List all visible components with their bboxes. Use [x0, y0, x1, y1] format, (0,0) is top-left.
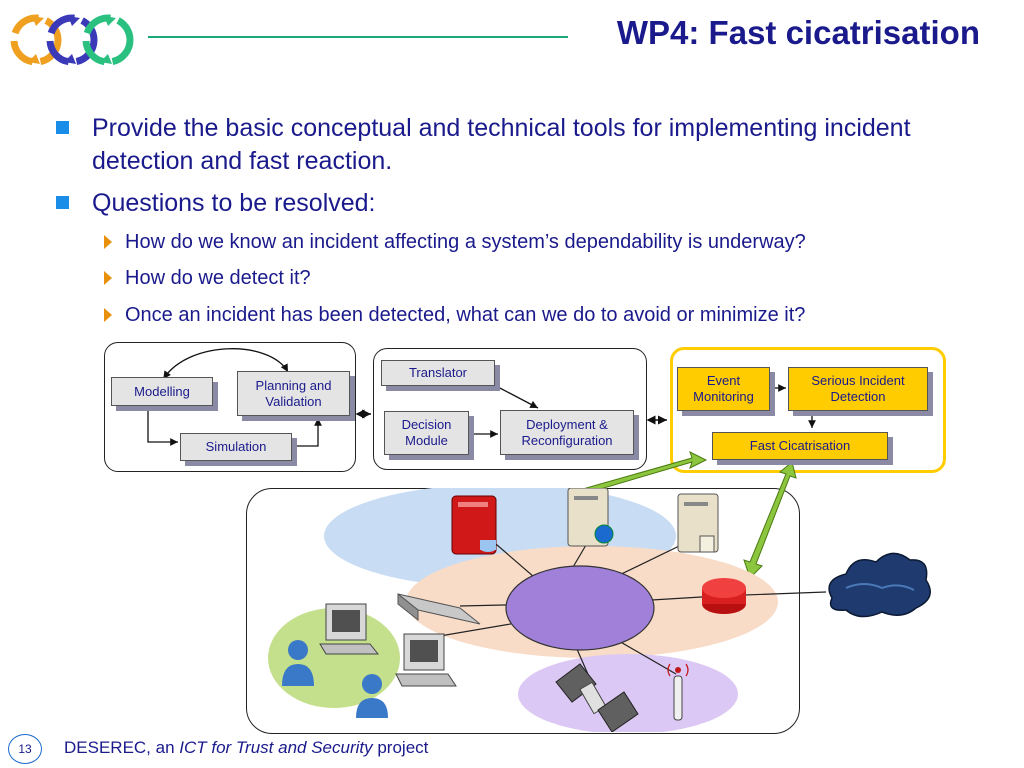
deserec-logo — [10, 14, 134, 66]
fast-cicatrisation-box: Fast Cicatrisation — [712, 432, 888, 460]
network-hub — [505, 565, 655, 651]
bullet-text: Provide the basic conceptual and technic… — [92, 114, 911, 175]
page-number: 13 — [8, 734, 42, 764]
arrow-bullet-icon — [104, 308, 112, 322]
antenna-icon — [667, 663, 689, 721]
router-icon — [702, 578, 746, 614]
file-server-icon — [677, 493, 719, 553]
page-title: WP4: Fast cicatrisation — [616, 14, 980, 51]
internet-cloud-icon — [828, 552, 931, 618]
bullet-text: Questions to be resolved: — [92, 189, 376, 217]
switch-icon — [397, 592, 481, 625]
sub-bullet-text: Once an incident has been detected, what… — [125, 304, 806, 326]
footer-prefix: DESEREC, an — [64, 738, 180, 757]
arrow-bullet-icon — [104, 271, 112, 285]
arrow-bullet-icon — [104, 235, 112, 249]
sub-bullet-text: How do we know an incident affecting a s… — [125, 231, 806, 253]
square-bullet-icon — [56, 121, 69, 134]
workstation-icon — [395, 633, 457, 687]
deployment-box: Deployment & Reconfiguration — [500, 410, 634, 455]
footer-project: DESEREC, an ICT for Trust and Security p… — [64, 738, 428, 758]
user-icon — [356, 674, 388, 718]
simulation-box: Simulation — [180, 433, 292, 461]
red-server-icon — [451, 495, 497, 555]
footer-italic: ICT for Trust and Security — [179, 738, 373, 757]
event-monitoring-box: Event Monitoring — [677, 367, 770, 411]
planning-validation-box: Planning and Validation — [237, 371, 350, 416]
title-underline — [148, 36, 568, 38]
modelling-box: Modelling — [111, 377, 213, 406]
sub-bullet-text: How do we detect it? — [125, 267, 311, 289]
serious-incident-box: Serious Incident Detection — [788, 367, 928, 411]
translator-box: Translator — [381, 360, 495, 386]
satellite-icon — [555, 663, 639, 732]
decision-module-box: Decision Module — [384, 411, 469, 455]
footer-suffix: project — [372, 738, 429, 757]
user-icon — [282, 640, 314, 686]
web-server-icon — [567, 488, 614, 547]
square-bullet-icon — [56, 196, 69, 209]
workstation-icon — [319, 603, 380, 655]
network-illustration — [268, 488, 931, 732]
